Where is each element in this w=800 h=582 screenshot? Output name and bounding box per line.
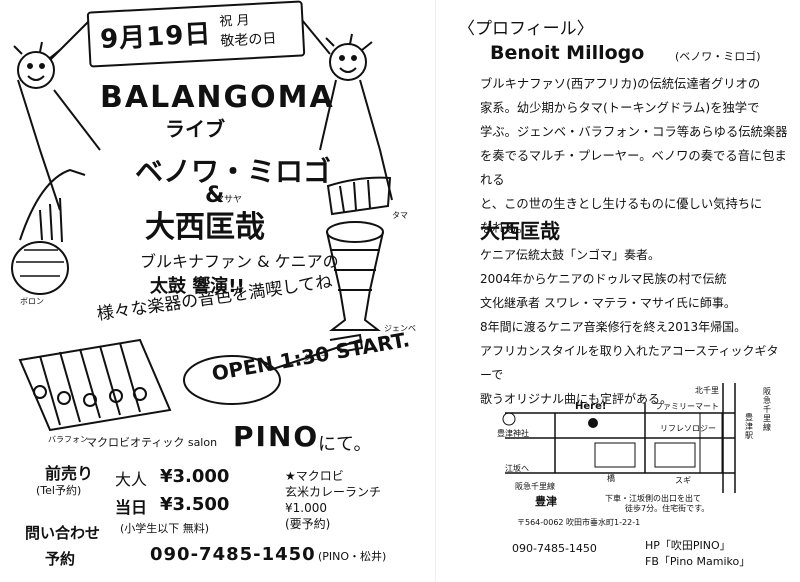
holiday-name: 敬老の日	[220, 30, 277, 50]
contact-name: (PINO・松井)	[318, 550, 387, 563]
map-phone: 090-7485-1450	[512, 542, 597, 555]
map-address: 〒564-0062 吹田市垂水町1-22-1	[517, 518, 641, 527]
bio2-line: 2004年からケニアのドゥルマ民族の村で伝統	[480, 272, 727, 286]
bio2-line: 8年間に渡るケニア音楽修行を終え2013年帰国。	[480, 320, 747, 334]
fb-text: FB「Pino Mamiko」	[645, 555, 751, 568]
adult-price: ¥3.000	[160, 466, 230, 487]
bolon-label: ボロン	[20, 297, 44, 306]
map-store2: リフレソロジー	[660, 424, 716, 433]
balafon-icon	[18, 338, 172, 432]
access-map: Here! 豊津神社 ファミリーマート リフレソロジー 橋 スギ 江坂へ 豊津 …	[495, 383, 795, 533]
map-sign: スギ	[675, 476, 691, 485]
door-label: 当日	[115, 498, 148, 517]
event-date: 9月19日	[99, 19, 213, 56]
pin-icon	[588, 418, 598, 428]
bolon-icon	[11, 168, 86, 295]
hp-text: HP「吹田PINO」	[645, 539, 731, 552]
map-directions: 下車・江坂側の出口を出て	[605, 494, 701, 503]
lunch-menu: ★マクロビ 玄米カレーランチ ¥1.000 (要予約)	[285, 468, 381, 532]
bio2-line: 歌うオリジナル曲にも定評がある。	[480, 392, 673, 406]
map-directions-2: 徒歩7分。住宅街です。	[625, 504, 710, 513]
menu-line-3: ¥1.000	[285, 501, 327, 515]
panel-divider	[435, 0, 436, 582]
profile-bio-2: ケニア伝統太鼓「ンゴマ」奏者。 2004年からケニアのドゥルマ民族の村で伝統 文…	[480, 243, 790, 411]
map-line-right: 阪急千里線	[763, 387, 771, 432]
map-store1: ファミリーマート	[655, 402, 719, 411]
artist-name-1: ベノワ・ミロゴ	[135, 155, 332, 188]
event-title: BALANGOMA	[100, 80, 335, 115]
map-shrine: 豊津神社	[497, 429, 529, 438]
ngoni-icon	[183, 333, 364, 405]
profile-panel: 〈プロフィール〉 Benoit Millogo (ベノワ・ミロゴ) ブルキナファ…	[440, 0, 800, 582]
map-station-left: 豊津	[535, 495, 557, 508]
advance-note: (Tel予約)	[36, 484, 82, 497]
bio1-line: と、この世の生きとし生けるものに優しい気持ちに	[480, 197, 763, 211]
flyer-illustrations	[11, 19, 393, 432]
bio1-line: なれる。	[480, 221, 530, 235]
child-note: (小学生以下 無料)	[120, 522, 210, 535]
profile-name-1-kana: (ベノワ・ミロゴ)	[675, 50, 761, 63]
profile-name-1: Benoit Millogo	[490, 42, 645, 64]
left-figure-icon	[13, 19, 101, 211]
map-line: 阪急千里線	[515, 482, 555, 491]
reserve-label: 予約	[45, 550, 76, 568]
map-bridge: 橋	[607, 474, 615, 483]
djembe-icon	[326, 221, 384, 331]
menu-line-4: (要予約)	[285, 517, 331, 531]
artist-ruby: マサヤ	[215, 195, 243, 205]
open-ruby: ジゴニ	[304, 353, 328, 362]
venue-label: マクロビオティック salon	[86, 436, 218, 449]
tama-label: タマ	[392, 211, 408, 220]
map-station-right: 豊津駅	[745, 413, 753, 440]
artist-name-2: 大西匡哉	[145, 210, 265, 245]
bio2-line: ケニア伝統太鼓「ンゴマ」奏者。	[480, 248, 661, 262]
door-price: ¥3.500	[160, 494, 230, 515]
right-figure-icon	[301, 19, 393, 201]
adult-label: 大人	[115, 470, 148, 489]
menu-line-2: 玄米カレーランチ	[285, 485, 382, 499]
profile-bio-1: ブルキナファソ(西アフリカ)の伝統伝達者グリオの 家系。幼少期からタマ(トーキン…	[480, 72, 790, 240]
advance-label: 前売り	[45, 464, 94, 483]
holiday-label: 祝 月	[219, 13, 250, 30]
map-kitasenri: 北千里	[695, 386, 719, 395]
venue-name: PINO	[233, 420, 320, 453]
bio2-line: 文化継承者 スワレ・マテラ・マサイ氏に師事。	[480, 296, 736, 310]
venue-suffix: にて。	[318, 434, 372, 455]
date-banner: 9月19日 祝 月 敬老の日	[86, 0, 306, 68]
inquiry-label: 問い合わせ	[25, 524, 101, 542]
performance-line-2: 太鼓 響演!!	[150, 276, 245, 297]
flyer-panel: 9月19日 祝 月 敬老の日 BALANGOMA ライブ ベノワ・ミロゴ & マ…	[11, 0, 416, 568]
shrine-icon	[502, 412, 516, 426]
performance-line-1: ブルキナファン & ケニアの	[140, 252, 339, 271]
contact-phone: 090-7485-1450	[150, 544, 316, 565]
bio1-line: ブルキナファソ(西アフリカ)の伝統伝達者グリオの	[480, 77, 761, 91]
menu-line-1: ★マクロビ	[285, 469, 344, 483]
bio2-line: アフリカンスタイルを取り入れたアコースティックギターで	[480, 344, 779, 382]
bio1-line: 家系。幼少期からタマ(トーキングドラム)を独学で	[480, 101, 760, 115]
balafon-label: バラフォン	[48, 435, 88, 444]
map-lines	[502, 383, 736, 493]
map-esaka: 江坂へ	[505, 464, 529, 473]
event-subtitle: ライブ	[165, 117, 225, 141]
profile-name-2: 大西匡哉	[480, 219, 560, 243]
tama-icon	[326, 176, 392, 216]
artist-ampersand: &	[205, 183, 225, 208]
map-here: Here!	[575, 401, 607, 412]
djembe-label: ジェンベ	[384, 324, 416, 333]
bio1-line: 学ぶ。ジェンベ・バラフォン・コラ等あらゆる伝統楽器	[480, 125, 788, 139]
profile-heading: 〈プロフィール〉	[458, 19, 594, 39]
bio1-line: を奏でるマルチ・プレーヤー。ベノワの奏でる音に包まれる	[480, 149, 787, 187]
